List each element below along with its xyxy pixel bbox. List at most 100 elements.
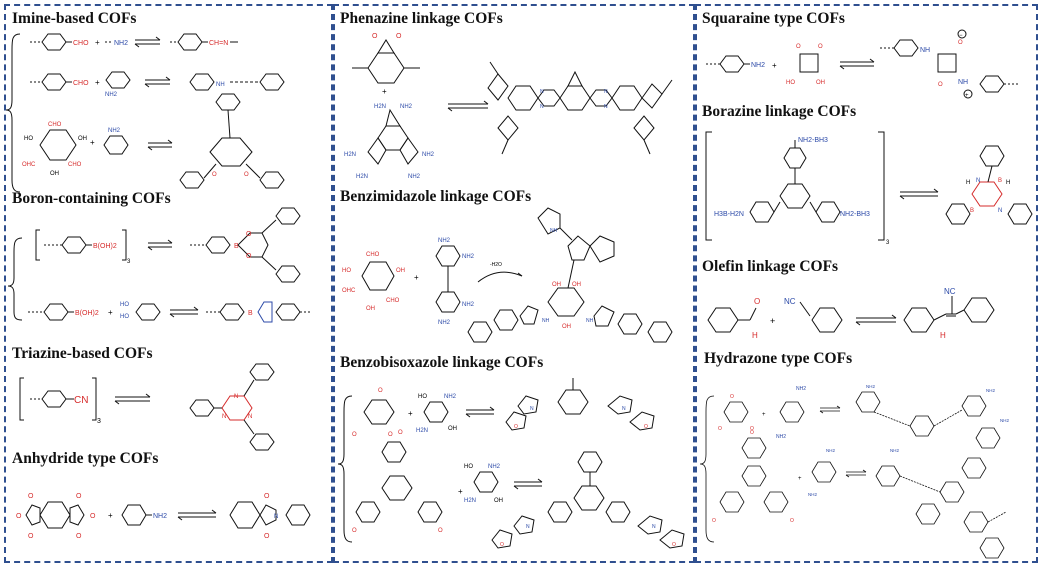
triazine-scheme: CN 3 N N N (19, 363, 275, 451)
nh2-label: NH2 (986, 388, 995, 393)
o-label: O (398, 430, 403, 436)
nh2-label: NH2 (105, 92, 118, 98)
panel-middle-frame (333, 4, 695, 563)
equilibrium-arrow-icon (513, 478, 543, 490)
n-label: N (248, 414, 252, 420)
ohc-label: OHC (22, 162, 36, 168)
n-label: N (604, 104, 608, 110)
nh2-label: NH2 (114, 40, 128, 47)
o-label: O (712, 518, 716, 524)
plus-circ-label: + (965, 93, 969, 99)
nh-label: NH (550, 228, 558, 234)
oh-label: OH (50, 171, 59, 177)
equilibrium-arrow-icon (819, 405, 841, 414)
nh2-label: NH2 (462, 254, 475, 260)
anhydride-title: Anhydride type COFs (12, 450, 159, 467)
ho-label: HO (464, 464, 473, 470)
ho-label: HO (342, 268, 351, 274)
borazine-scheme: 3 NH2-BH3 H3B-H2N NH2-BH3 H N B H B N (705, 131, 1033, 246)
oh-label: OH (78, 136, 87, 142)
equilibrium-arrow-icon (147, 139, 173, 151)
n-label: N (234, 394, 238, 400)
phenazine-title: Phenazine linkage COFs (340, 10, 503, 27)
squaraine-title: Squaraine type COFs (702, 10, 845, 27)
nc-label: NC (944, 287, 956, 296)
nh2-label: NH2 (808, 492, 817, 497)
nh2-label: NH2 (1000, 418, 1009, 423)
nh2-label: NH2 (826, 448, 835, 453)
h2n-label: H2N (416, 428, 428, 434)
benzobisoxazole-title: Benzobisoxazole linkage COFs (340, 354, 544, 371)
o-label: O (378, 388, 383, 394)
nh2-label: NH2 (438, 238, 451, 244)
minus-label: − (959, 33, 963, 39)
o-label: O (28, 533, 34, 540)
plus-label: + (95, 78, 100, 87)
b-label: B (970, 208, 974, 214)
nh2-bh3-label: NH2-BH3 (798, 137, 828, 144)
o-label: O (244, 172, 249, 178)
panel-right-frame (695, 4, 1038, 563)
ho-label: HO (786, 80, 795, 86)
o-label: O (938, 82, 943, 88)
plus-label: + (108, 511, 113, 520)
o-label: O (514, 424, 518, 430)
n-label: N (222, 414, 226, 420)
o-label: O (754, 297, 760, 306)
equilibrium-arrow-icon (147, 239, 173, 251)
nh2-label: NH2 (400, 104, 413, 110)
oh-label: OH (572, 282, 581, 288)
nh2-label: NH2 (108, 128, 121, 134)
h2n-label: H2N (464, 498, 476, 504)
n-label: N (652, 524, 656, 530)
h-label: H (940, 331, 946, 340)
equilibrium-arrow-icon (845, 469, 867, 478)
boron-scheme: B(OH)2 3 O O B B(OH)2 + HO HO B (7, 207, 310, 323)
nh-label: NH (542, 318, 550, 324)
h3b-h2n-label: H3B-H2N (714, 211, 744, 218)
h2n-label: H2N (356, 174, 368, 180)
o-label: O (644, 424, 648, 430)
cho-label: CHO (73, 80, 89, 87)
cho-label: CHO (386, 298, 400, 304)
equilibrium-arrow-icon (114, 393, 151, 405)
plus-label: + (762, 412, 766, 418)
n-label: N (540, 89, 544, 95)
cho-label: CHO (48, 122, 62, 128)
h-label: H (966, 180, 970, 186)
o-label: O (246, 231, 252, 238)
equilibrium-arrow-icon (839, 58, 875, 70)
n-label: N (604, 89, 608, 95)
nh2-label: NH2 (751, 62, 765, 69)
o-label: O (246, 253, 252, 260)
nh2-label: NH2 (796, 386, 806, 392)
nh2-label: NH2 (776, 434, 786, 440)
o-label: O (718, 426, 722, 432)
equilibrium-arrow-icon (177, 509, 217, 521)
equilibrium-arrow-icon (899, 188, 939, 200)
nh2-label: NH2 (408, 174, 421, 180)
ho-label: HO (120, 302, 129, 308)
nh2-label: NH2 (438, 320, 451, 326)
ho-label: HO (418, 394, 427, 400)
boh2-label: B(OH)2 (93, 243, 117, 250)
n-label: N (976, 178, 980, 184)
o-label: O (818, 44, 823, 50)
plus-label: + (798, 476, 802, 482)
cho-label: CHO (73, 40, 89, 47)
nh2-label: NH2 (422, 152, 435, 158)
olefin-scheme: O H + NC NC H (707, 287, 995, 340)
o-label: O (388, 432, 393, 438)
borazine-title: Borazine linkage COFs (702, 103, 857, 120)
o-label: O (958, 40, 963, 46)
hydrazone-title: Hydrazone type COFs (704, 350, 853, 367)
oh-label: OH (366, 306, 375, 312)
nh-label: NH (586, 318, 594, 324)
nh2-bh3-label: NH2-BH3 (840, 211, 870, 218)
o-label: O (264, 493, 270, 500)
oh-label: OH (396, 268, 405, 274)
cn-label: CN (74, 395, 88, 406)
cho-label: CHO (68, 162, 82, 168)
equilibrium-arrow-icon (465, 406, 495, 418)
b-label: B (248, 310, 253, 317)
